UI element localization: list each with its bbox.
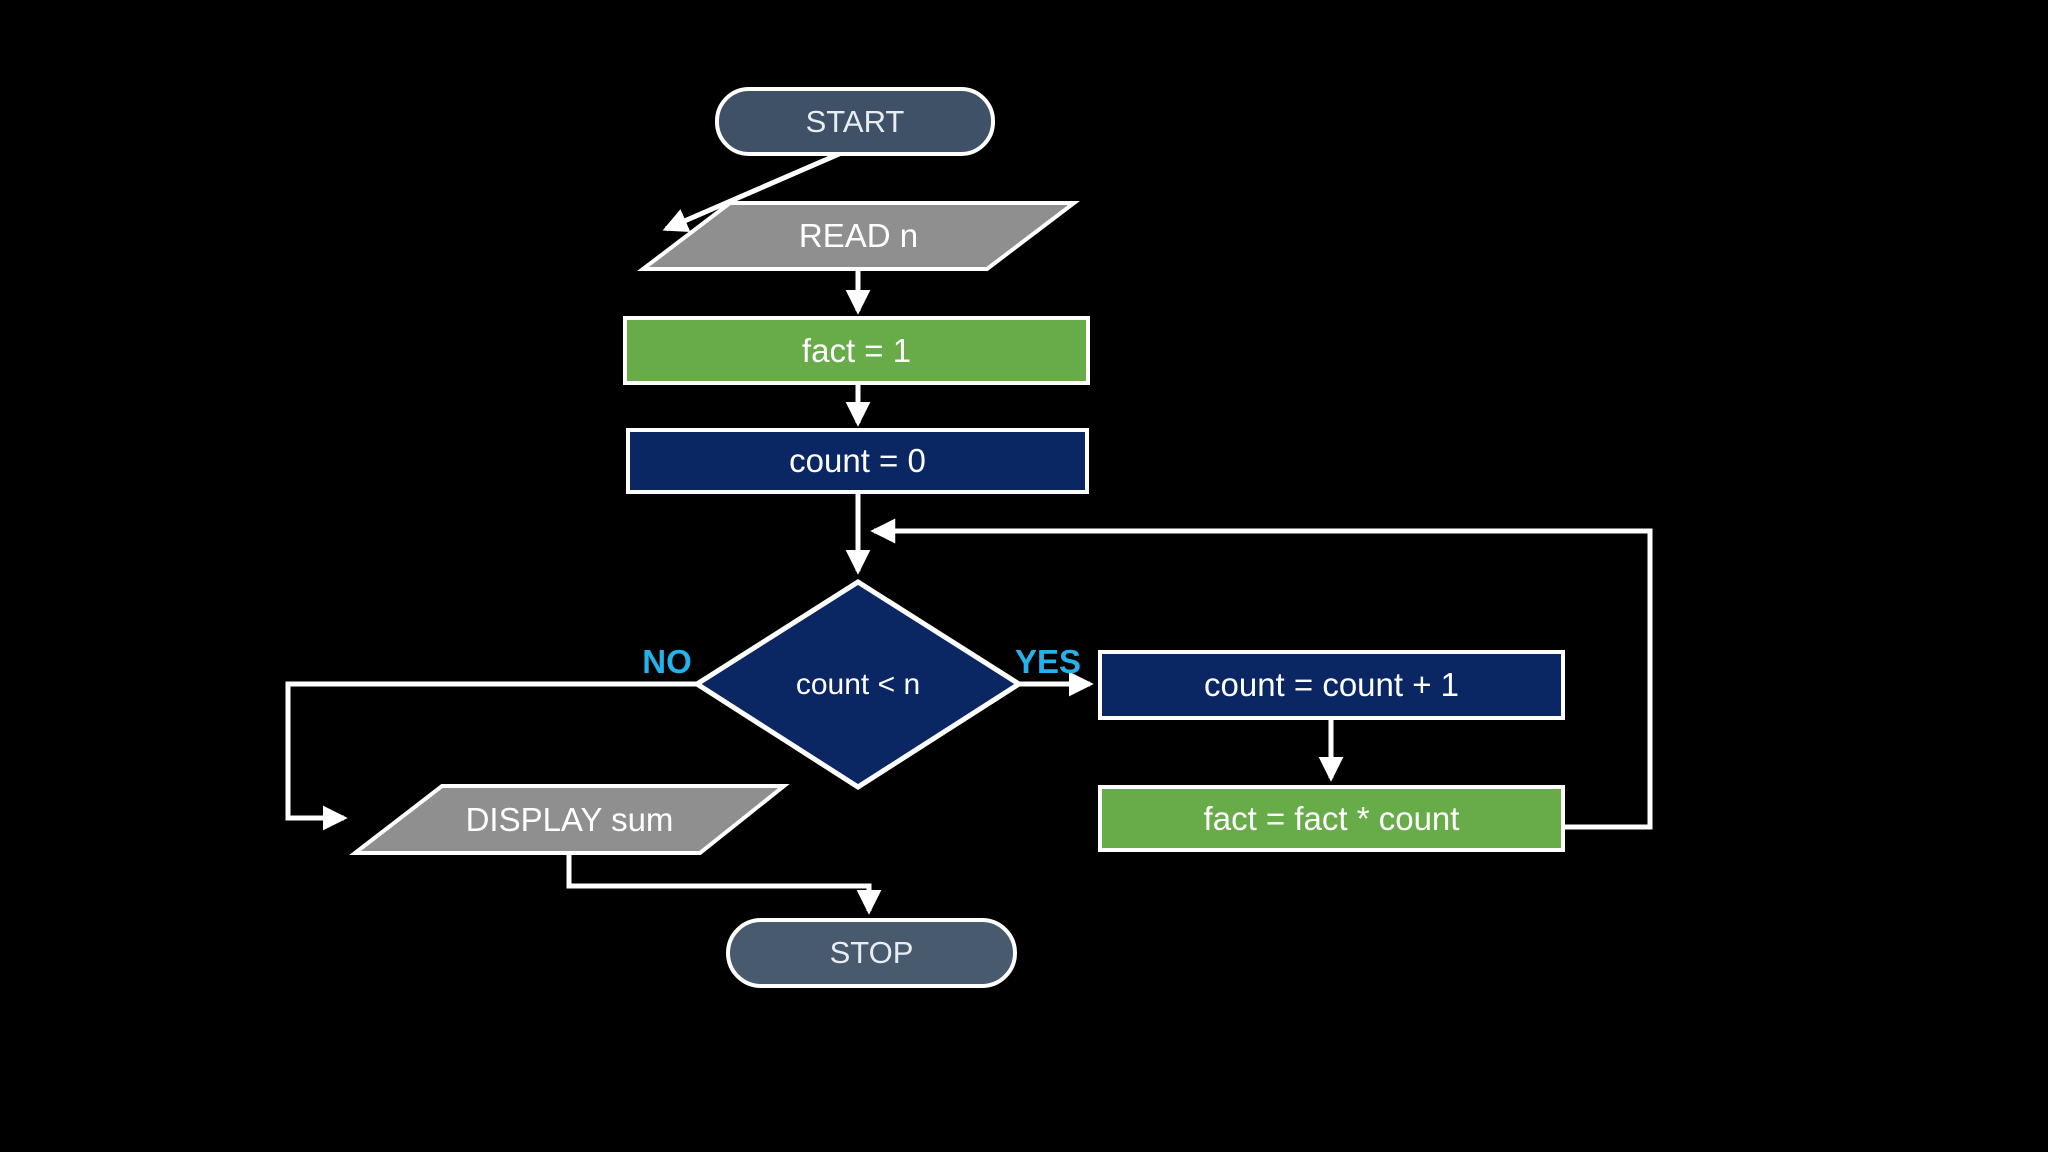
start-node-shape — [715, 87, 995, 156]
display-sum-node-shape — [349, 784, 790, 855]
decision-node-shape — [692, 579, 1024, 790]
fact-init-node-shape — [623, 316, 1090, 385]
connector-display-to-stop — [566, 853, 882, 915]
count-init-node-shape — [626, 428, 1089, 494]
connector-loop-feedback — [870, 518, 1653, 830]
multiply-node-shape — [1098, 785, 1565, 852]
connector-no-branch — [285, 681, 699, 831]
increment-node-shape — [1098, 650, 1565, 720]
stop-node-shape — [726, 918, 1017, 988]
read-n-node-shape — [637, 201, 1080, 271]
connector-start-stray-arrow — [662, 148, 847, 233]
